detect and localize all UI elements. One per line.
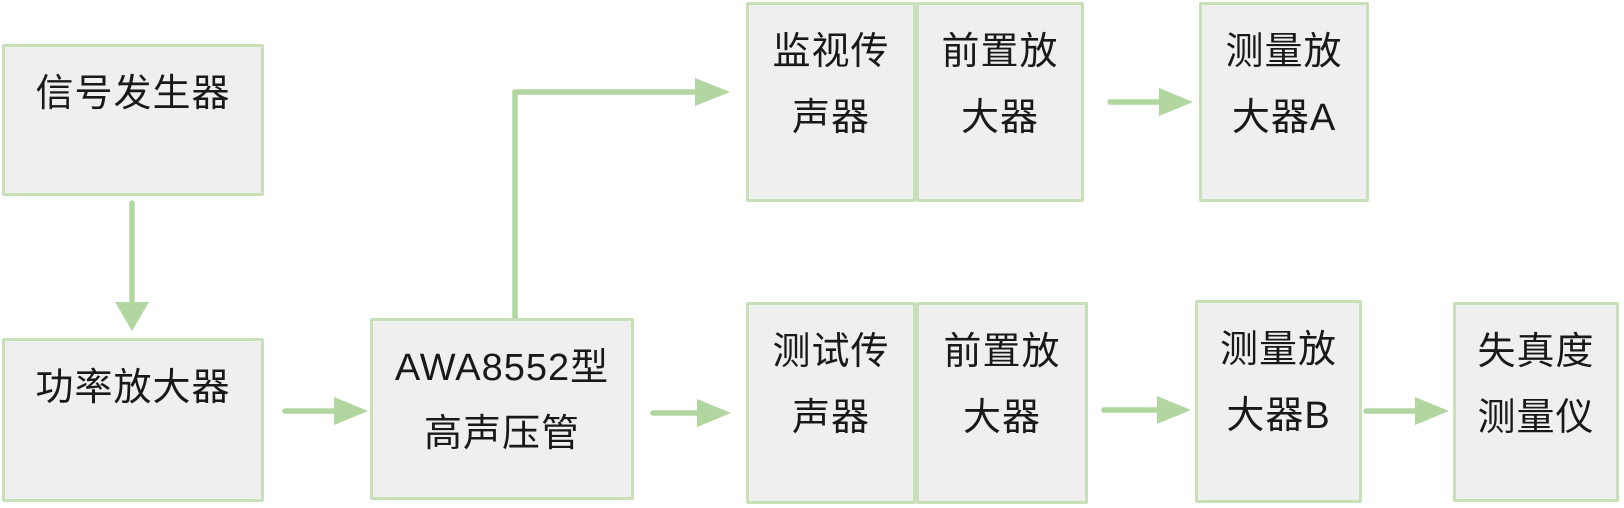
node-label-line1: 监视传 bbox=[772, 31, 890, 73]
node-label: 信号发生器 bbox=[35, 73, 231, 115]
node-label-line1: 前置放 bbox=[941, 31, 1059, 73]
node-label-line2: 声器 bbox=[791, 97, 870, 139]
arrow-preamp-bottom-to-amp-b bbox=[1101, 396, 1191, 424]
node-distortion-meter: 失真度 测量仪 bbox=[1453, 302, 1619, 502]
node-test-microphone: 测试传 声器 bbox=[746, 302, 916, 504]
arrow-amp-b-to-distortion-meter bbox=[1363, 397, 1449, 425]
node-measuring-amplifier-b: 测量放 大器B bbox=[1195, 300, 1362, 503]
node-label-line2: 大器A bbox=[1231, 97, 1337, 139]
node-awa8552-tube: AWA8552型 高声压管 bbox=[370, 318, 634, 500]
node-label-line1: 前置放 bbox=[943, 331, 1061, 373]
node-power-amplifier: 功率放大器 bbox=[2, 338, 264, 502]
node-label-line1: 测量放 bbox=[1219, 329, 1337, 371]
node-label-line1: 失真度 bbox=[1477, 331, 1595, 373]
node-label-line1: AWA8552型 bbox=[394, 347, 610, 389]
node-label-line2: 大器 bbox=[962, 397, 1041, 439]
node-preamplifier-top: 前置放 大器 bbox=[916, 2, 1084, 202]
node-preamplifier-bottom: 前置放 大器 bbox=[916, 302, 1088, 504]
node-label-line2: 测量仪 bbox=[1477, 397, 1595, 439]
node-label-line2: 声器 bbox=[791, 397, 870, 439]
node-label-line2: 大器 bbox=[960, 97, 1039, 139]
node-measuring-amplifier-a: 测量放 大器A bbox=[1199, 2, 1369, 202]
arrow-awa-to-test-mic bbox=[650, 399, 731, 427]
node-label-line1: 测试传 bbox=[772, 331, 890, 373]
node-label-line1: 测量放 bbox=[1225, 31, 1343, 73]
node-label-line2: 高声压管 bbox=[423, 413, 580, 455]
node-monitor-microphone: 监视传 声器 bbox=[746, 2, 916, 202]
arrow-power-to-awa bbox=[282, 397, 368, 425]
arrow-awa-to-monitor-mic bbox=[512, 78, 730, 320]
node-signal-generator: 信号发生器 bbox=[2, 44, 264, 196]
arrow-preamp-top-to-amp-a bbox=[1107, 88, 1193, 116]
node-label-line2: 大器B bbox=[1226, 395, 1331, 437]
arrow-signal-to-power bbox=[115, 200, 149, 331]
node-label: 功率放大器 bbox=[35, 367, 231, 409]
